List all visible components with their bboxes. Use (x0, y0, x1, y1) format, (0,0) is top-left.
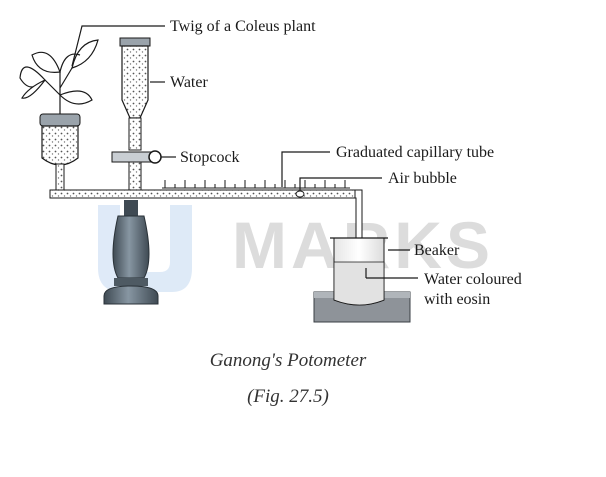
leader-lines (71, 25, 418, 279)
label-capillary: Graduated capillary tube (336, 144, 494, 161)
label-eosin-line2: with eosin (424, 291, 490, 308)
label-beaker: Beaker (414, 242, 460, 259)
label-stopcock: Stopcock (180, 149, 240, 166)
label-eosin-line1: Water coloured (424, 271, 522, 288)
graduated-scale (162, 180, 350, 189)
label-twig: Twig of a Coleus plant (170, 18, 316, 35)
caption-title: Ganong's Potometer (210, 350, 367, 371)
beaker-setup (313, 237, 411, 323)
label-water: Water (170, 74, 208, 91)
water-reservoir (119, 37, 151, 151)
label-air-bubble: Air bubble (388, 170, 457, 187)
twig-holder-cup (39, 113, 81, 193)
stopcock (111, 150, 162, 195)
stand (103, 200, 159, 305)
air-bubble (295, 190, 305, 198)
coleus-twig (19, 39, 99, 118)
caption-fig: (Fig. 27.5) (247, 386, 329, 407)
